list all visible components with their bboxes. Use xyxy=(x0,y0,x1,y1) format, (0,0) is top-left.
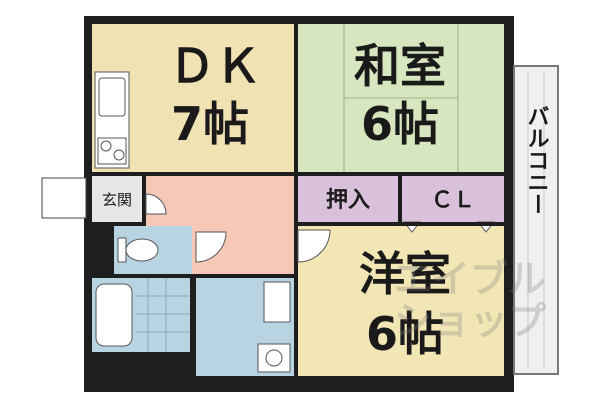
genkan-label: 玄関 xyxy=(102,191,132,209)
washbasin-icon xyxy=(263,281,291,323)
bathtub-icon xyxy=(95,283,133,347)
sink-icon xyxy=(98,77,126,117)
cl-label: ＣＬ xyxy=(431,188,475,213)
room-yoshitsu xyxy=(298,226,504,376)
interior-walls xyxy=(90,20,510,230)
balcony-grid xyxy=(527,70,545,370)
watermark-line1: エイブル xyxy=(394,257,546,301)
washitsu-size-label: 6帖 xyxy=(361,97,439,151)
room-cl xyxy=(402,176,504,222)
stove-burner-icon xyxy=(113,149,125,161)
dk-size-label: 7帖 xyxy=(171,97,249,151)
washing-machine-icon xyxy=(257,343,291,373)
door-swing xyxy=(145,193,167,215)
genkan xyxy=(92,176,142,222)
room-oshiire xyxy=(298,176,398,222)
drain-icon xyxy=(265,349,283,367)
oshiire-label: 押入 xyxy=(326,187,370,213)
toilet-icon xyxy=(125,238,159,262)
stove-icon xyxy=(97,137,127,165)
door-swing xyxy=(195,231,227,263)
bath-tiles xyxy=(136,278,190,352)
yoshitsu-size-label: 6帖 xyxy=(366,307,444,361)
dk-name-label: ＤＫ xyxy=(169,39,261,93)
watermark-line2: ショップ xyxy=(394,299,546,343)
stove-burner-icon xyxy=(100,140,112,152)
toilet-tank-icon xyxy=(117,237,127,263)
washitsu-name-label: 和室 xyxy=(354,39,446,93)
tatami-lines xyxy=(343,24,459,172)
balcony xyxy=(513,65,559,375)
yoshitsu-name-label: 洋室 xyxy=(359,247,451,301)
door-swing xyxy=(297,229,331,263)
entrance-step xyxy=(41,177,87,219)
balcony-label: バルコニー xyxy=(524,105,549,215)
